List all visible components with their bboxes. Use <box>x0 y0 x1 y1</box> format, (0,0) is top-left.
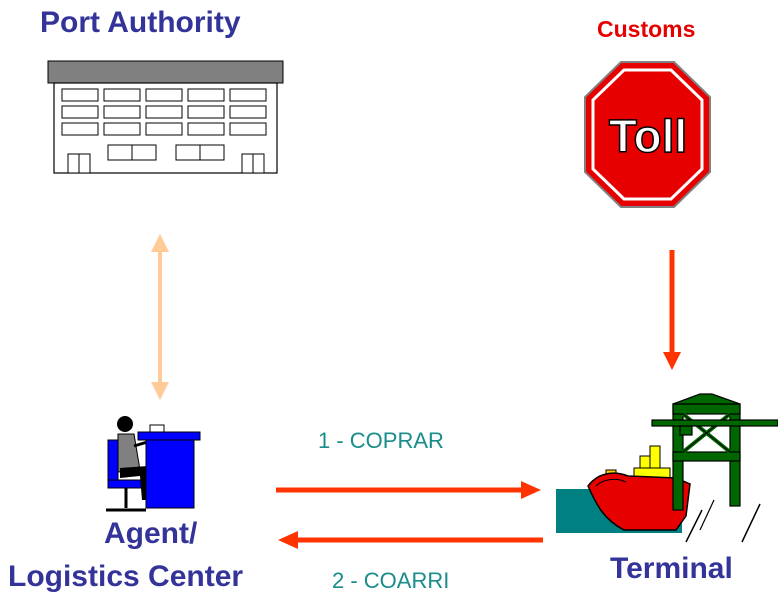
agent-label-line2: Logistics Center <box>8 560 244 593</box>
coarri-arrow <box>278 531 543 549</box>
coprar-arrow <box>276 481 541 499</box>
toll-text: Toll <box>609 110 687 162</box>
ship-icon <box>587 445 691 531</box>
building-icon <box>47 60 284 174</box>
agent-at-desk-icon <box>106 416 201 512</box>
customs-label: Customs <box>597 16 696 42</box>
port-authority-label: Port Authority <box>40 6 241 39</box>
coarri-message-label: 2 - COARRI <box>332 568 450 593</box>
crane-icon <box>651 393 778 543</box>
customs-terminal-arrow <box>663 250 681 370</box>
terminal-port-icon <box>556 393 778 543</box>
coprar-message-label: 1 - COPRAR <box>318 428 444 453</box>
terminal-label: Terminal <box>610 552 733 585</box>
stop-sign-icon: Toll <box>584 61 711 208</box>
agent-label-line1: Agent/ <box>104 517 198 550</box>
port-agent-arrow <box>151 234 169 400</box>
